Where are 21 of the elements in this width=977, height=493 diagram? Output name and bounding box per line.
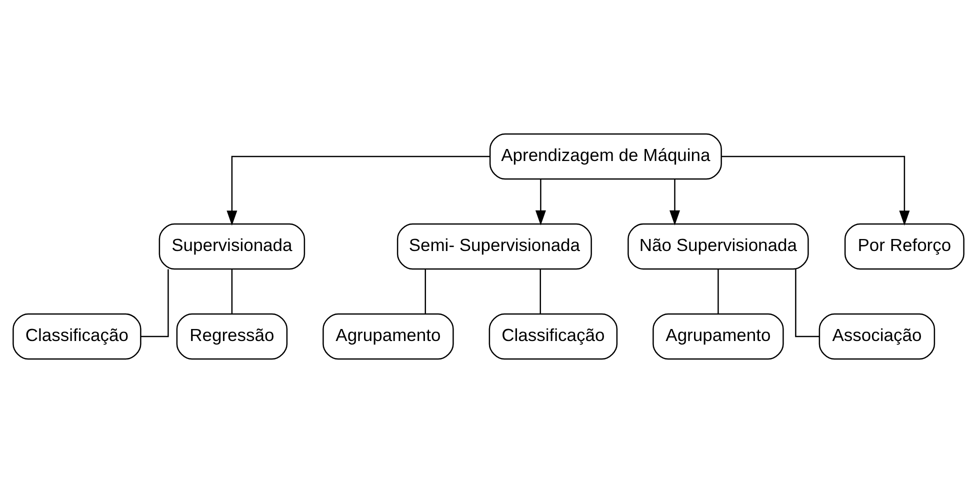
connector [231, 269, 233, 314]
node-box: Regressão [176, 313, 288, 360]
connector [140, 269, 169, 338]
connector [540, 269, 541, 314]
node-box: Classificação [12, 313, 142, 360]
node-box: Classificação [488, 313, 618, 360]
arrow [722, 156, 910, 226]
node-box: Não Supervisionada [628, 223, 809, 270]
arrow [226, 156, 490, 226]
node-box: Associação [818, 313, 936, 360]
node-box: Agrupamento [652, 313, 784, 360]
node-box: Agrupamento [322, 313, 454, 360]
arrow [670, 179, 680, 226]
connector [718, 269, 719, 314]
arrow [535, 179, 546, 226]
connector [795, 269, 820, 338]
node-box: Por Reforço [844, 223, 964, 270]
node-box: Aprendizagem de Máquina [489, 133, 722, 180]
connector [424, 269, 426, 314]
node-box: Supervisionada [158, 223, 306, 270]
node-box: Semi- Supervisionada [396, 223, 592, 270]
